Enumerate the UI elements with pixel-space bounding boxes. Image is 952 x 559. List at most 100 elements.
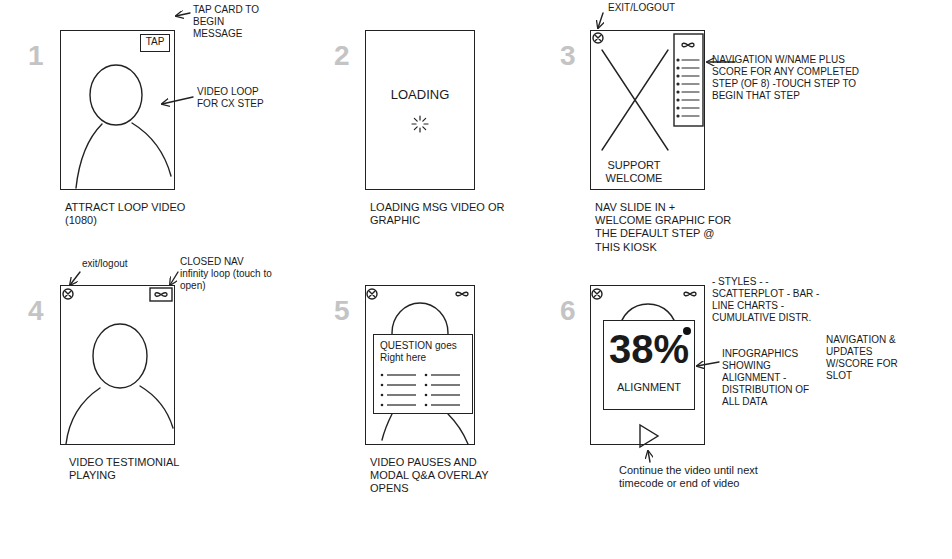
annotation-note: TAP CARD TO BEGIN MESSAGE	[193, 4, 265, 40]
nav-item-line	[682, 59, 699, 60]
node-text: ALIGNMENT	[604, 381, 694, 394]
node-text: 38%	[604, 329, 694, 369]
answer-bullet	[381, 374, 384, 377]
exit-icon	[63, 289, 73, 299]
leader-arrow	[170, 272, 178, 285]
answer-line	[387, 384, 416, 385]
nav-item-line	[682, 107, 699, 108]
nav-item-line	[682, 99, 699, 100]
answer-bullet	[381, 404, 384, 407]
answer-line	[387, 394, 416, 395]
answer-bullet	[381, 394, 384, 397]
nav-item-dot	[677, 107, 679, 109]
annotation-note: INFOGRAPHICS SHOWING ALIGNMENT - DISTRIB…	[722, 348, 814, 408]
spinner-stroke	[424, 123, 428, 124]
infinity-icon	[456, 292, 468, 295]
nav-item-line	[682, 115, 699, 116]
screen-frame: TAPATTRACT LOOP VIDEO (1080)	[60, 30, 175, 190]
panel-number: 3	[560, 42, 576, 70]
node-text: LOADING MSG VIDEO OR GRAPHIC	[370, 201, 510, 227]
leader-arrow	[162, 97, 193, 104]
leader-arrow	[598, 13, 603, 28]
node-text: TAP	[141, 36, 169, 48]
shoulder-sketch	[382, 414, 392, 440]
annotation-note: NAVIGATION & UPDATES W/SCORE FOR SLOT	[826, 334, 904, 382]
annotation-note: exit/logout	[82, 258, 160, 270]
shoulder-sketch	[66, 388, 100, 444]
node-text: ATTRACT LOOP VIDEO (1080)	[65, 201, 205, 227]
screen-frame: QUESTION goes Right hereVIDEO PAUSES AND…	[365, 285, 475, 445]
nav-item-dot	[677, 91, 679, 93]
exit-icon	[596, 36, 601, 41]
exit-icon	[593, 33, 603, 43]
answer-bullet	[425, 394, 428, 397]
spinner-stroke	[419, 116, 420, 120]
answer-bullet	[425, 384, 428, 387]
shoulder-sketch	[448, 414, 468, 444]
nav-item-dot	[677, 59, 679, 61]
exit-icon	[595, 292, 600, 297]
panel-number: 5	[334, 297, 350, 325]
screen-frame: LOADINGLOADING MSG VIDEO OR GRAPHIC	[365, 30, 475, 190]
spinner-stroke	[414, 118, 417, 121]
shoulder-sketch	[140, 386, 173, 428]
answer-line	[431, 384, 460, 385]
node-text: QUESTION goes Right here	[380, 340, 468, 364]
nav-item-dot	[677, 99, 679, 101]
closed-nav-box	[150, 288, 172, 301]
annotation-note: CLOSED NAV infinity loop (touch to open)	[180, 256, 272, 292]
panel-number: 4	[28, 297, 44, 325]
answer-bullet	[381, 384, 384, 387]
annotation-note: NAVIGATION W/NAME PLUS SCORE FOR ANY COM…	[712, 54, 862, 102]
exit-icon	[592, 289, 602, 299]
nav-item-line	[682, 67, 699, 68]
screen-frame: SUPPORT WELCOMENAV SLIDE IN + WELCOME GR…	[590, 30, 705, 190]
nav-item-line	[682, 75, 699, 76]
head-sketch	[90, 65, 142, 125]
nav-item-line	[682, 83, 699, 84]
annotation-note: EXIT/LOGOUT	[608, 2, 703, 14]
answer-line	[387, 374, 416, 375]
spinner-stroke	[423, 118, 426, 121]
answer-line	[431, 394, 460, 395]
leader-arrow	[70, 272, 80, 285]
screen-frame: VIDEO TESTIMONIAL PLAYING	[60, 285, 175, 445]
answer-bullet	[425, 374, 428, 377]
nav-panel	[674, 34, 703, 126]
infinity-icon	[682, 43, 694, 46]
node-text: LOADING	[366, 87, 474, 103]
nav-item-dot	[677, 83, 679, 85]
nav-item-line	[682, 91, 699, 92]
panel-number: 6	[560, 297, 576, 325]
exit-icon	[370, 292, 375, 297]
node-text: SUPPORT WELCOME	[595, 159, 673, 185]
exit-icon	[367, 289, 377, 299]
nav-item-dot	[677, 75, 679, 77]
overlay-box: 38% ALIGNMENT	[603, 320, 695, 410]
nav-item-dot	[677, 67, 679, 69]
answer-bullet	[425, 404, 428, 407]
answer-line	[431, 374, 460, 375]
overlay-box: TAP	[140, 34, 170, 52]
node-text: VIDEO PAUSES AND MODAL Q&A OVERLAY OPENS	[370, 456, 510, 496]
infinity-icon	[684, 292, 696, 295]
spinner-stroke	[414, 127, 417, 130]
panel-number: 2	[334, 42, 350, 70]
spinner-stroke	[412, 123, 416, 124]
node-text: VIDEO TESTIMONIAL PLAYING	[69, 456, 209, 482]
annotation-note: - STYLES - - SCATTERPLOT - BAR - LINE CH…	[712, 276, 820, 324]
shoulder-sketch	[132, 123, 171, 176]
spinner-stroke	[423, 127, 426, 130]
spinner-stroke	[419, 128, 420, 132]
placeholder-cross	[602, 50, 668, 150]
overlay-box: QUESTION goes Right here	[373, 334, 473, 414]
shoulder-sketch	[76, 124, 102, 188]
answer-line	[431, 404, 460, 405]
screen-frame: 38%ALIGNMENTContinue the video until nex…	[590, 285, 705, 445]
leader-arrow	[697, 362, 719, 366]
head-sketch	[93, 324, 147, 388]
node-text: Continue the video until next timecode o…	[619, 464, 794, 490]
leader-arrow	[648, 451, 650, 462]
annotation-note: VIDEO LOOP FOR CX STEP	[197, 86, 279, 110]
nav-item-dot	[677, 115, 679, 117]
